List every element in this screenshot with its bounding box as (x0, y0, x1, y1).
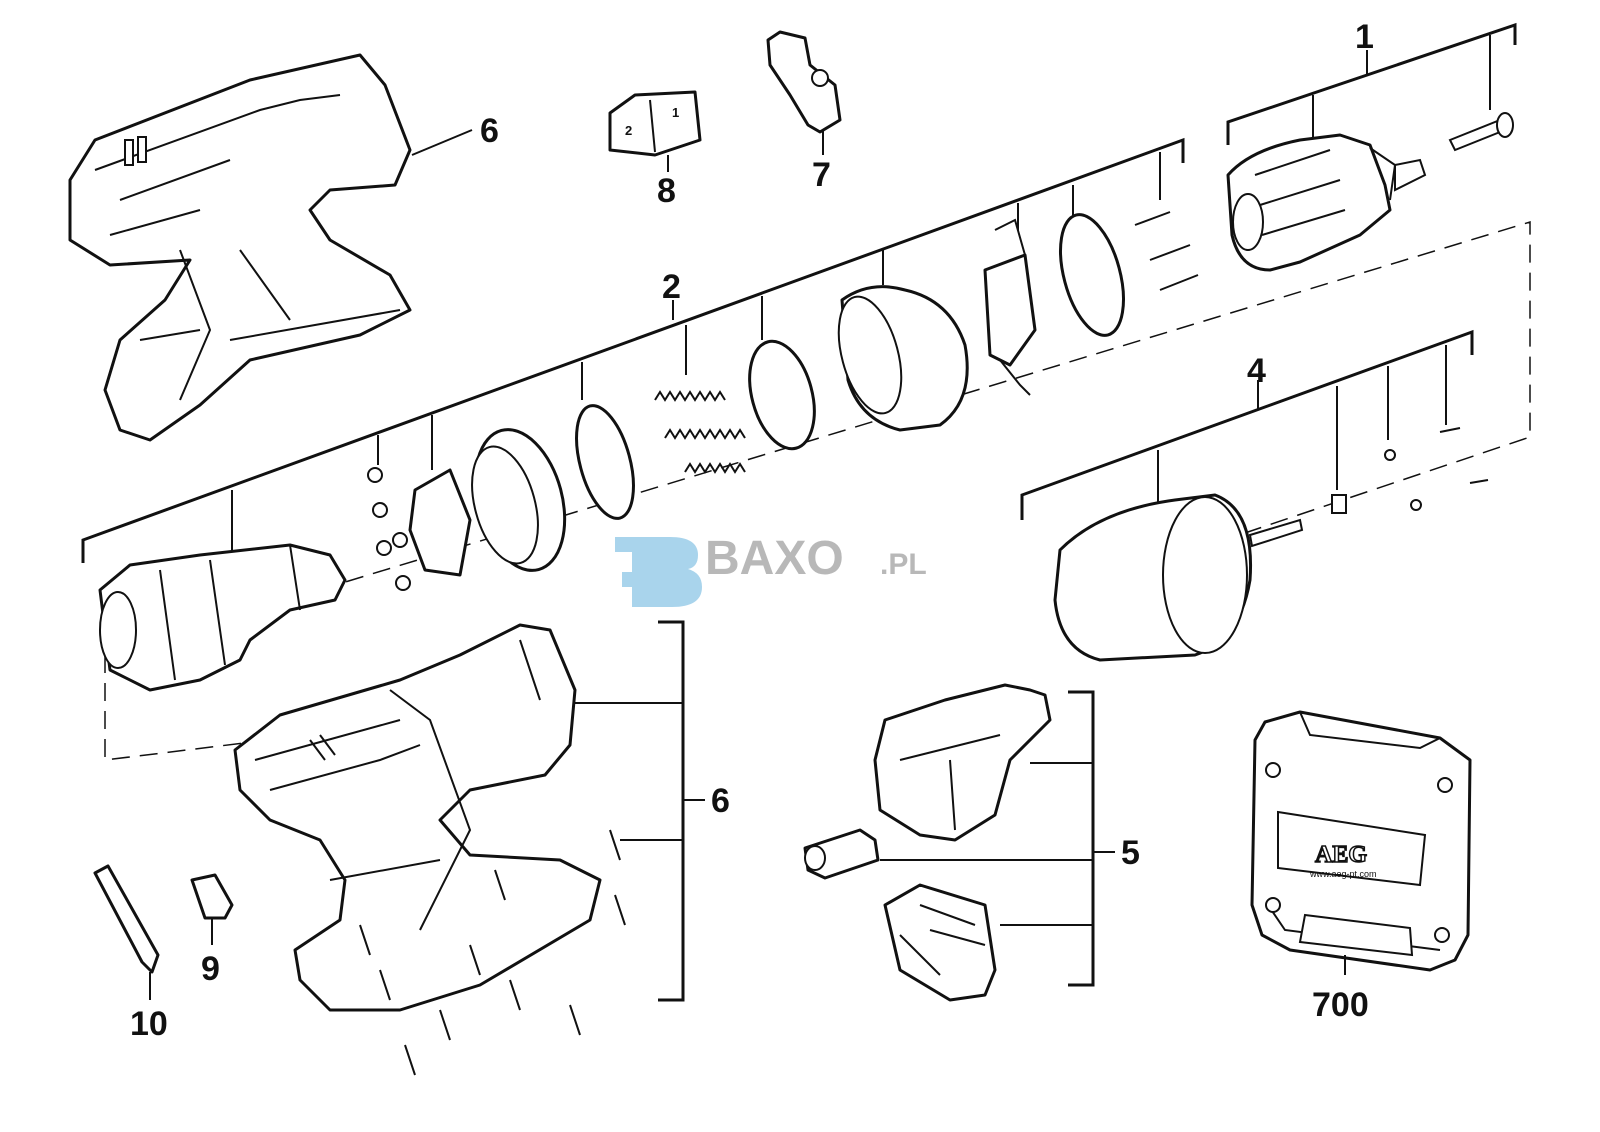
label-direction-slider: 7 (812, 156, 831, 194)
case-brand: AEG (1315, 842, 1367, 868)
label-motor-assembly: 4 (1247, 352, 1266, 390)
watermark-brand: BAXO (705, 532, 844, 585)
label-gearbox-assembly: 2 (662, 268, 681, 306)
bracket-housing-bottom (575, 620, 705, 1002)
label-housing-top: 6 (480, 112, 499, 150)
bracket-gearbox-assembly (81, 137, 1185, 563)
gear-selector-mark-1: 1 (672, 105, 679, 120)
carry-case-part: AEG www.aeg-pt.com (1250, 710, 1472, 972)
gearbox-parts (98, 211, 1199, 692)
watermark-drill-icon (615, 537, 702, 607)
bracket-switch-assembly (880, 690, 1115, 987)
label-switch-assembly: 5 (1121, 834, 1140, 872)
chuck-part (1226, 112, 1514, 272)
watermark-suffix: .PL (880, 548, 927, 581)
motor-part (1053, 427, 1489, 662)
gear-selector-mark-2: 2 (625, 123, 632, 138)
gear-selector-part: 2 1 (608, 90, 702, 157)
label-bit-holder: 9 (201, 950, 220, 988)
housing-half-top (68, 53, 412, 442)
switch-parts (803, 683, 1052, 1002)
bit-holder-part (190, 873, 234, 920)
watermark: BAXO .PL (615, 532, 927, 607)
housing-half-bottom (233, 623, 626, 1076)
label-housing-bottom: 6 (711, 782, 730, 820)
screwdriver-bit-part (93, 864, 160, 974)
label-chuck-assembly: 1 (1355, 18, 1374, 56)
case-url: www.aeg-pt.com (1309, 869, 1377, 879)
bracket-chuck-assembly (1226, 22, 1517, 145)
direction-slider-part (766, 30, 842, 134)
label-gear-selector: 8 (657, 172, 676, 210)
label-carry-case: 700 (1312, 986, 1369, 1024)
leader-line-6-top (411, 129, 473, 156)
label-screwdriver-bit: 10 (130, 1005, 168, 1043)
bracket-motor-assembly (1020, 329, 1474, 520)
